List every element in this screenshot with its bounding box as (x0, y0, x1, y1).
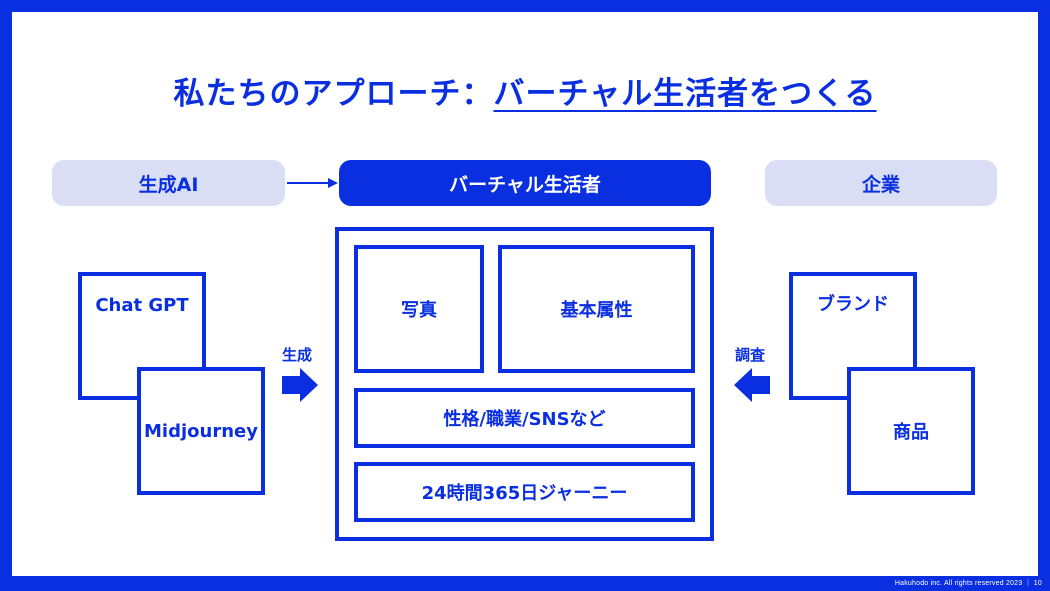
photo-box: 写真 (354, 245, 484, 373)
generate-arrow (282, 368, 318, 402)
midjourney-box: Midjourney (137, 367, 265, 495)
product-label: 商品 (893, 422, 929, 443)
personality-label: 性格/職業/SNSなど (443, 409, 606, 430)
slide-title: 私たちのアプローチ：バーチャル生活者をつくる (0, 68, 1050, 113)
research-arrow (734, 368, 770, 402)
product-box: 商品 (847, 367, 975, 495)
journey-label: 24時間365日ジャーニー (421, 483, 628, 504)
footer-copyright: Hakuhodo inc. All rights reserved 2023 ｜… (894, 580, 1042, 587)
generative-ai-pill: 生成AI (52, 160, 285, 206)
midjourney-label: Midjourney (144, 420, 258, 442)
research-arrow-label: 調査 (735, 346, 766, 364)
basic-attributes-label: 基本属性 (560, 300, 633, 321)
chatgpt-label: Chat GPT (95, 294, 189, 316)
journey-box: 24時間365日ジャーニー (354, 462, 695, 522)
virtual-consumer-pill: バーチャル生活者 (339, 160, 711, 206)
brand-label: ブランド (817, 294, 889, 315)
basic-attributes-box: 基本属性 (498, 245, 695, 373)
title-emphasis: バーチャル生活者をつくる (493, 76, 877, 112)
generate-arrow-label: 生成 (282, 346, 313, 364)
company-pill: 企業 (765, 160, 997, 206)
photo-label: 写真 (401, 300, 437, 321)
top-connector-arrow (287, 178, 338, 188)
title-prefix: 私たちのアプローチ： (173, 76, 494, 112)
personality-box: 性格/職業/SNSなど (354, 388, 695, 448)
